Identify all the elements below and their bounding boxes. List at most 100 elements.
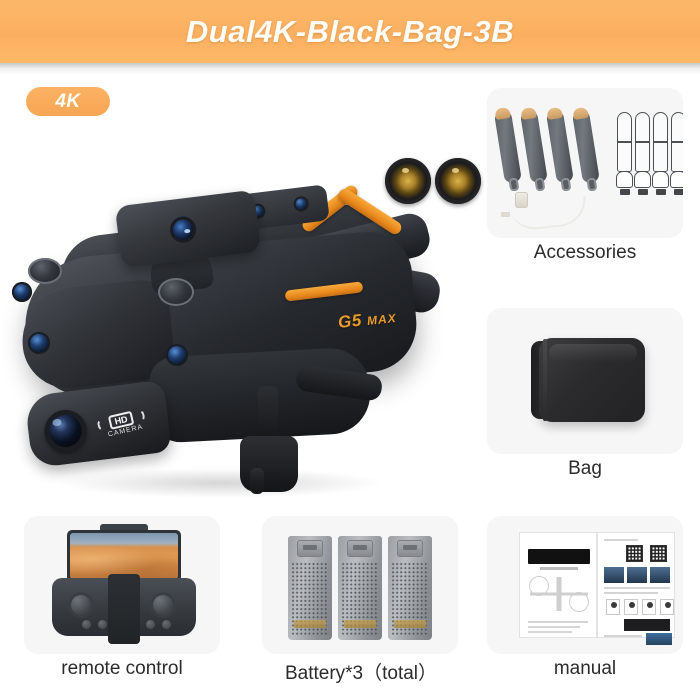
propeller-icon <box>493 109 522 184</box>
phone-screen <box>70 533 178 579</box>
remote-button <box>82 620 91 629</box>
manual-blue-block <box>646 633 672 645</box>
obstacle-sensor-lens <box>166 344 188 366</box>
guard-foot <box>616 171 633 188</box>
manual-screenshot <box>650 567 670 583</box>
signal-wave-icon <box>134 409 146 423</box>
propeller-icon <box>571 109 600 184</box>
panel-bag <box>487 308 683 454</box>
obstacle-sensor-lens <box>12 282 32 302</box>
guard-bar <box>671 141 683 143</box>
guard-tip <box>620 189 630 195</box>
manual-step-icon <box>606 599 620 615</box>
guard-tip <box>674 189 683 195</box>
propeller-guard-icon <box>634 112 651 195</box>
hd-camera-badge: HD CAMERA <box>92 405 155 447</box>
propeller-icon <box>519 109 548 184</box>
propeller-guard-icon <box>616 112 633 195</box>
camera-lens-icon <box>292 195 310 213</box>
drone-gimbal-camera: HD CAMERA <box>24 379 172 469</box>
battery-icon <box>388 536 432 640</box>
battery-contacts <box>344 620 376 628</box>
manual-screenshot <box>604 567 624 583</box>
usb-cable-tip <box>501 212 510 217</box>
manual-inner-page <box>597 532 675 645</box>
panel-accessories <box>487 88 683 238</box>
camera-lens-icon <box>42 407 90 455</box>
battery-notch <box>353 545 367 550</box>
remote-button <box>162 620 171 629</box>
guard-tip <box>656 189 666 195</box>
joystick-right <box>150 592 176 618</box>
bag-zipper <box>543 339 547 421</box>
propeller-guard-icon <box>670 112 683 195</box>
panel-remote-control <box>24 516 220 654</box>
remote-button <box>98 620 107 629</box>
drone-hero-image: G5 MAX HD CAMERA <box>0 70 481 510</box>
landing-gear-post <box>258 386 278 440</box>
propeller-icon <box>545 109 574 184</box>
spare-camera-lenses <box>385 158 481 204</box>
manual-cover-title <box>528 549 590 564</box>
signal-wave-icon <box>96 417 108 432</box>
manual-drone-diagram <box>529 576 589 612</box>
battery-contacts <box>294 620 326 628</box>
manual-step-icon <box>642 599 656 615</box>
drone-shadow <box>55 468 385 498</box>
battery-contacts <box>394 620 426 628</box>
manual-text-line <box>604 539 638 541</box>
guard-foot <box>634 171 651 188</box>
carry-case-icon <box>539 338 645 422</box>
qr-code-icon <box>626 545 643 562</box>
usb-cable-icon <box>515 192 528 208</box>
guard-foot <box>670 171 683 188</box>
manual-cover-subtitle <box>540 567 578 570</box>
propeller-guard-icon <box>652 112 669 195</box>
manual-text-line <box>528 631 572 633</box>
guard-bar <box>653 141 668 143</box>
qr-code-icon <box>650 545 667 562</box>
obstacle-sensor-lens <box>28 332 50 354</box>
resolution-badge: 4K <box>26 87 110 116</box>
logo-suffix: MAX <box>366 310 398 328</box>
panel-manual <box>487 516 683 654</box>
manual-screenshot <box>627 567 647 583</box>
battery-notch <box>303 545 317 550</box>
manual-text-line <box>604 592 658 594</box>
manual-dark-block <box>624 619 670 631</box>
guard-bar <box>617 141 632 143</box>
obstacle-sensor <box>28 258 62 284</box>
remote-button <box>146 620 155 629</box>
screen-preview-image <box>70 546 178 579</box>
header-shadow <box>0 63 700 75</box>
manual-step-icon <box>624 599 638 615</box>
guard-foot <box>652 171 669 188</box>
camera-lens-icon <box>385 158 431 204</box>
manual-booklet-icon <box>519 532 597 638</box>
manual-text-line <box>604 587 670 589</box>
panel-battery <box>262 516 458 654</box>
remote-center-module <box>108 574 140 644</box>
landing-gear-tip <box>250 468 264 494</box>
phone-clip <box>100 524 148 533</box>
logo-model: G5 <box>337 310 363 333</box>
guard-bar <box>635 141 650 143</box>
joystick-left <box>68 592 94 618</box>
guard-tip <box>638 189 648 195</box>
battery-icon <box>288 536 332 640</box>
panel-label-accessories: Accessories <box>533 242 637 263</box>
panel-label-bag: Bag <box>568 458 602 479</box>
camera-lens-icon <box>435 158 481 204</box>
panel-label-remote-control: remote control <box>61 658 183 679</box>
manual-text-line <box>528 621 588 623</box>
manual-step-icon <box>660 599 674 615</box>
panel-label-manual: manual <box>553 658 617 679</box>
manual-text-line <box>604 635 642 637</box>
battery-notch <box>403 545 417 550</box>
header-banner: Dual4K-Black-Bag-3B <box>0 0 700 63</box>
camera-lens-icon <box>168 215 198 245</box>
phone-mount <box>67 530 181 582</box>
bag-highlight <box>549 344 637 362</box>
resolution-badge-label: 4K <box>55 90 81 112</box>
